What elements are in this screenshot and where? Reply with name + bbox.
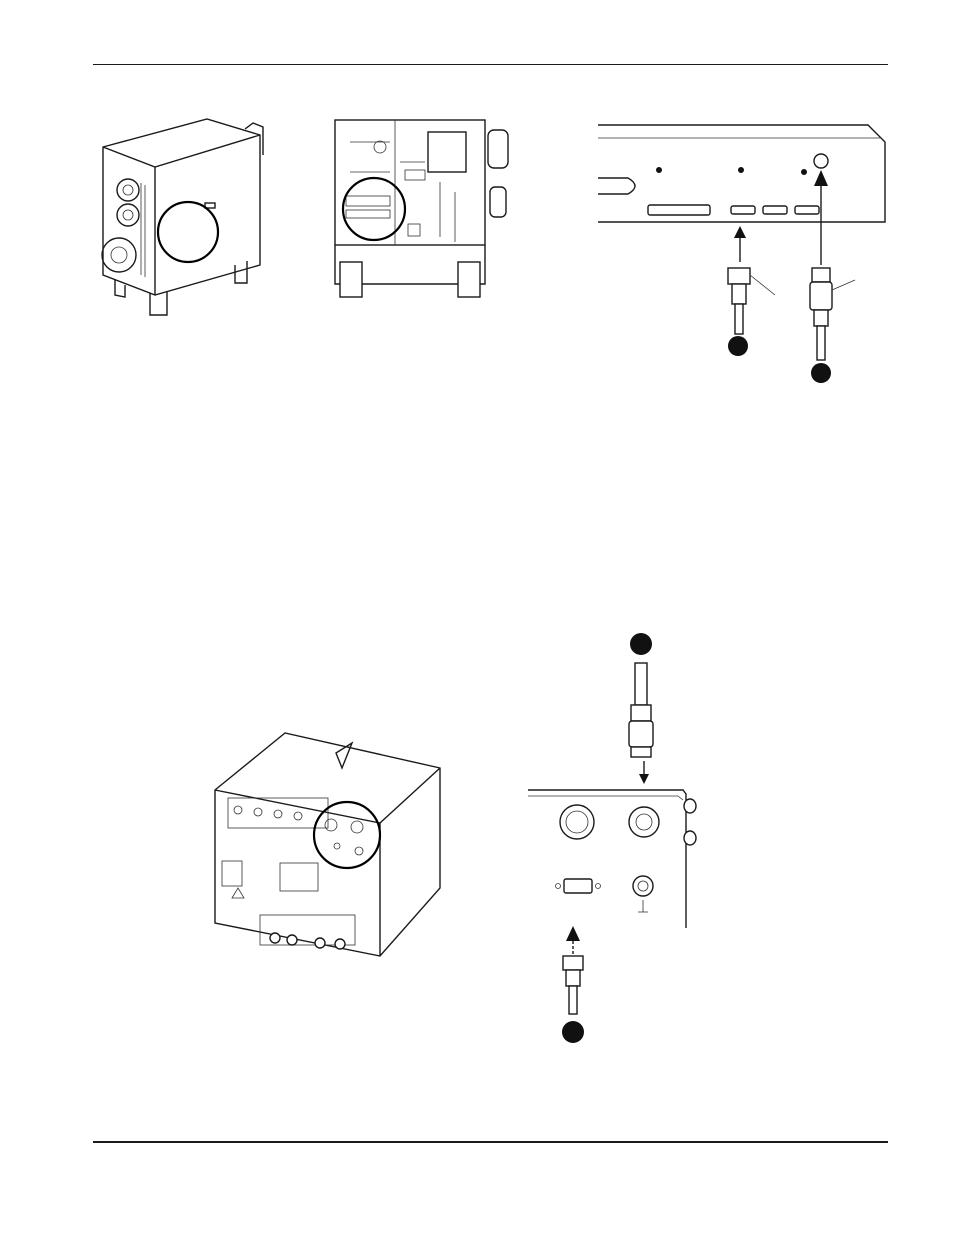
footer-rule <box>93 1141 888 1143</box>
callout-marker-right <box>811 363 831 383</box>
console-connector-figure <box>528 628 708 1048</box>
header-rule <box>93 64 888 65</box>
callout-marker-bottom <box>562 1021 584 1043</box>
gas-console-figure <box>210 728 445 963</box>
callout-marker-left <box>728 336 748 356</box>
control-board-connection-figure <box>590 120 890 390</box>
power-supply-exterior-figure <box>95 115 270 325</box>
callout-marker-top <box>630 633 652 655</box>
power-supply-interior-figure <box>330 112 520 302</box>
